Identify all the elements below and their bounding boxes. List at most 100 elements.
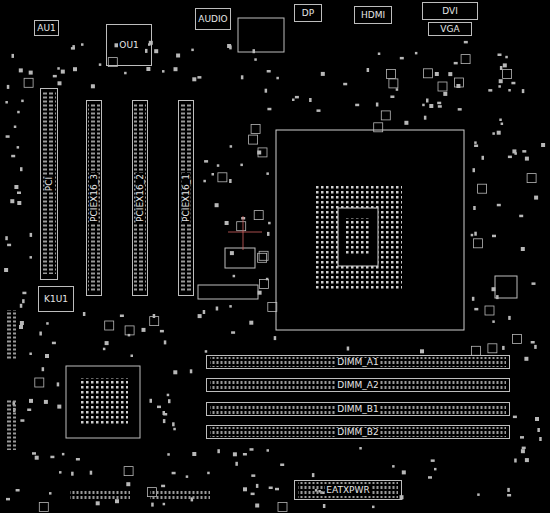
smd-part [258,253,267,262]
smd-part [5,101,8,104]
smd-part [146,67,150,71]
smd-part [10,199,14,203]
smd-part [161,485,165,488]
smd-part [404,121,408,125]
smd-part [39,503,48,512]
smd-part [532,282,536,285]
smd-part [231,331,235,334]
smd-part [249,321,253,325]
smd-part [19,68,23,72]
smd-part [256,484,259,488]
smd-part [434,468,437,471]
smd-part [514,459,517,463]
smd-part [473,206,476,210]
smd-part [153,314,156,318]
smd-part [266,172,269,175]
smd-part [204,160,208,163]
ic-chip: K1U1 [38,286,74,312]
smd-part [253,49,256,53]
smd-part [164,340,167,344]
smd-part [14,126,16,129]
dimm-slot: DIMM_A2 [206,378,510,392]
component-label: DP [301,9,315,18]
smd-part [474,232,477,236]
smd-part [508,89,511,92]
smd-part [464,41,468,44]
dp-port: DP [294,4,322,22]
component-label: DIMM_A2 [336,381,380,390]
smd-part [167,453,170,456]
smd-part [537,428,540,432]
pci-slot: PCI [40,88,58,280]
smd-part [258,148,267,157]
smd-part [473,168,476,172]
smd-part [280,464,284,467]
smd-part [482,156,485,160]
smd-part [233,452,237,456]
smd-part [39,332,42,336]
smd-part [535,417,539,421]
dvi-port: DVI [422,2,478,20]
smd-part [438,105,442,108]
smd-part [389,79,398,88]
smd-part [498,54,502,57]
smd-part [203,180,206,183]
smd-part [5,236,8,240]
smd-part [22,299,25,303]
smd-part [424,69,433,78]
smd-part [20,419,24,422]
smd-part [359,447,362,450]
smd-part [522,447,526,450]
smd-part [167,394,170,397]
smd-part [230,145,233,148]
smd-part [126,482,130,486]
smd-part [212,173,215,176]
smd-part [72,45,75,49]
smd-part [7,85,10,89]
smd-part [20,304,23,308]
dimm-pins [210,404,506,414]
smd-part [73,67,77,71]
header-outline [198,285,258,299]
smd-part [29,399,33,403]
smd-part [507,488,510,492]
smd-part [541,143,545,147]
smd-part [150,399,153,403]
component-label: DIMM_B1 [336,405,380,414]
smd-part [198,314,202,318]
smd-part [502,346,505,350]
component-label: EATXPWR [325,486,370,495]
smd-part [207,472,210,475]
header-pins [6,400,16,450]
smd-part [492,132,495,135]
smd-part [17,111,20,114]
dimm-slot: DIMM_B1 [206,402,510,416]
smd-part [186,475,189,478]
smd-part [29,71,33,75]
smd-part [21,100,24,103]
cpu-socket [276,130,464,330]
dimm-pins [210,427,506,437]
smd-part [400,57,404,60]
component-label: PCIEX16_2 [136,173,145,223]
smd-part [225,221,229,225]
chipset-balls [80,378,128,426]
smd-part [521,449,525,453]
smd-part [522,150,526,153]
smd-part [260,280,269,289]
smd-part [149,41,153,45]
component-label: PCIEX16_1 [182,173,191,223]
smd-part [229,179,232,183]
header-pins [70,490,130,500]
pcie-pins [180,104,192,292]
smd-part [376,103,379,107]
smd-part [387,69,396,78]
dimm-slot: DIMM_B2 [206,425,510,439]
smd-part [317,109,321,112]
smd-part [251,474,255,477]
smd-part [131,355,134,358]
header-pins [6,310,16,360]
component-label: AU1 [36,24,56,33]
smd-part [229,45,232,49]
